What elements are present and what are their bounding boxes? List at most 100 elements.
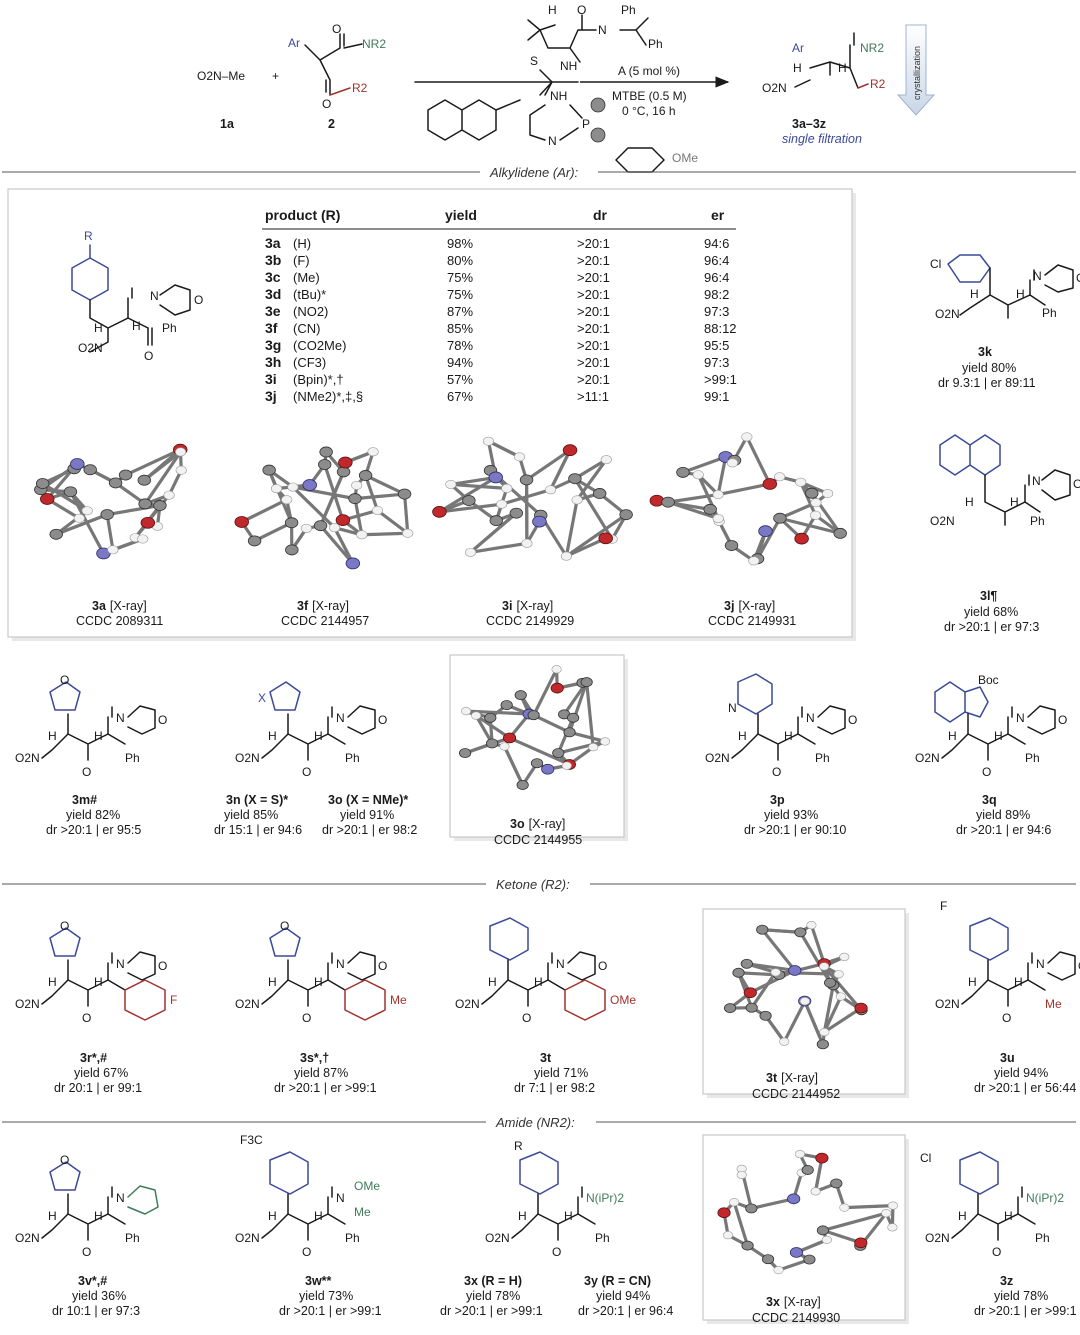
table-cell-er: >99:1 [704,372,737,387]
amide-n: N [1036,957,1045,971]
cat-o: O [577,3,586,17]
cmpd-h2: H [784,729,793,743]
cmpd-h1: H [738,729,747,743]
compound-drer: dr >20:1 | er 96:4 [578,1304,673,1318]
xray-id: 3x [766,1295,780,1309]
cat-nh2: NH [550,89,567,103]
table-cell-er: 88:12 [704,321,737,336]
table-cell-yield: 98% [447,236,473,251]
compound-id: 3t [540,1051,552,1065]
table-cell-id: 3d [265,286,281,302]
cmpd-o2n: O2N [915,751,940,765]
ketone-o: O [982,765,991,779]
table-cell-substituent: (NMe2)*,‡,§ [293,389,363,404]
reagent2-r2: R2 [352,81,368,95]
cat-ome: OMe [672,151,698,165]
compound-yield: yield 94% [596,1289,650,1303]
ring-x: X [258,691,266,705]
cmpd-h2: H [1004,1209,1013,1223]
amide-morph-o: O [158,713,167,727]
cmpd-o2n: O2N [235,997,260,1011]
3k-h1: H [970,287,979,301]
compound-3s-labels: 3s*,†yield 87%dr >20:1 | er >99:1 [274,1051,377,1095]
ketone-o: O [82,765,91,779]
compound-drer: dr >20:1 | er >99:1 [279,1304,382,1318]
compound-drer: dr >20:1 | er >99:1 [974,1304,1077,1318]
compound-yield: yield 85% [224,808,278,822]
cmpd-h2: H [94,1209,103,1223]
xray-id: 3i [502,599,512,613]
amide-n: N [116,711,125,725]
cmpd-h2: H [94,975,103,989]
compound-id: 3q [982,793,997,807]
amide-n: N [116,1191,125,1205]
table-cell-yield: 94% [447,355,473,370]
section-alkylidene: Alkylidene (Ar): [489,165,579,180]
table-cell-er: 97:3 [704,304,729,319]
compound-drer: dr >20:1 | er 95:5 [46,823,141,837]
cmpd-o2n: O2N [235,751,260,765]
ketone-o: O [82,1011,91,1025]
table-cell-dr: >20:1 [577,321,610,336]
amide-n: N [556,957,565,971]
reaction-header: O2N–Me 1a + Ar NR2 O O R2 2 H O N Ph Ph … [197,3,936,173]
amide-n: N [336,711,345,725]
cmpd-h2: H [314,1209,323,1223]
amide-morph-o: O [378,713,387,727]
cat-s: S [530,54,538,68]
xray-tag: [X-ray] [738,599,775,613]
compound-yield: yield 73% [299,1289,353,1303]
3l-id: 3l¶ [980,589,997,603]
xray-id: 3t [766,1071,778,1085]
ketone-substituent: Me [390,993,407,1007]
cmpd-o2n: O2N [235,1231,260,1245]
table-cell-substituent: (tBu)* [293,287,326,302]
xray-label: 3i[X-ray] [502,599,553,613]
compound-drer: dr >20:1 | er >99:1 [274,1081,377,1095]
table-header-er: er [711,207,725,223]
3k-o2n: O2N [935,307,960,321]
table-cell-id: 3c [265,269,281,285]
xray-ccdc: CCDC 2149929 [486,614,574,628]
cat-p: P [582,117,590,131]
cat-ph2: Ph [648,37,663,51]
table-cell-substituent: (Bpin)*,† [293,372,344,387]
table-cell-yield: 57% [447,372,473,387]
ketone-ph: Ph [125,1231,140,1245]
cmpd-o2n: O2N [15,751,40,765]
ring-o: O [60,1153,69,1167]
compound-yield: yield 91% [340,808,394,822]
amide-n: N [806,711,815,725]
cmpd-h2: H [94,729,103,743]
compound-3o-labels: 3o (X = NMe)*yield 91%dr >20:1 | er 98:2 [322,793,417,837]
xray-ccdc: CCDC 2144957 [281,614,369,628]
table-cell-dr: >20:1 [577,355,610,370]
compound-id: 3r*,# [80,1051,107,1065]
xray-id: 3a [92,599,107,613]
compound-yield: yield 87% [294,1066,348,1080]
ring-boc: Boc [978,673,999,687]
compound-3l: H H N O O2N Ph 3l¶ yield 68% dr >20:1 | … [930,434,1080,634]
table-cell-id: 3a [265,235,281,251]
compound-yield: yield 71% [534,1066,588,1080]
3l-ph: Ph [1030,514,1045,528]
compound-drer: dr >20:1 | er >99:1 [440,1304,543,1318]
compound-3x-labels: 3x (R = H)yield 78%dr >20:1 | er >99:1 [440,1274,543,1318]
amide-morph-o: O [848,713,857,727]
ketone-substituent: OMe [610,993,636,1007]
xray-id: 3o [510,817,525,831]
3k-h2: H [1016,287,1025,301]
ketone-ph: Ph [815,751,830,765]
generic-aryl-product: R H H N O O2N O Ph [71,229,203,363]
table-cell-dr: >11:1 [577,389,609,404]
compound-yield: yield 78% [466,1289,520,1303]
compound-3r-labels: 3r*,#yield 67%dr 20:1 | er 99:1 [54,1051,142,1095]
table-cell-yield: 85% [447,321,473,336]
cmpd-h1: H [488,975,497,989]
3l-n: N [1032,474,1041,488]
xray-id: 3f [297,599,309,613]
table-cell-substituent: (NO2) [293,304,328,319]
